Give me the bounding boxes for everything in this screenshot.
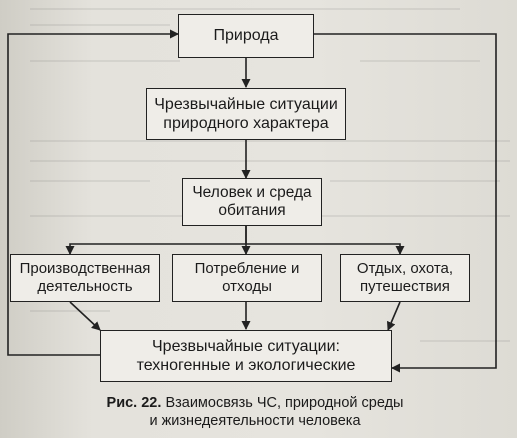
node-nature: Природа [178, 14, 314, 58]
arrow-leisure-to-technogenic [387, 301, 401, 331]
node-human-environment: Человек и среда обитания [182, 178, 322, 226]
node-natural-emergencies: Чрезвычайные ситуации природного характе… [146, 88, 346, 140]
arrow-human-to-leisure [340, 243, 405, 255]
arrow-human-to-production [65, 243, 150, 255]
node-consumption: Потребление и отходы [172, 254, 322, 302]
node-technogenic-emergencies: Чрезвычайные ситуации: техногенные и эко… [100, 330, 392, 382]
caption-text: Взаимосвязь ЧС, природной среды и жизнед… [149, 395, 404, 429]
caption-label: Рис. 22. [106, 395, 166, 411]
node-leisure: Отдых, охота, путешествия [340, 254, 470, 302]
arrow-nature-to-technogenic [314, 33, 497, 373]
arrow-technogenic-to-human [7, 29, 179, 356]
figure-caption: Рис. 22. Взаимосвязь ЧС, природной среды… [95, 394, 415, 430]
arrow-production-to-technogenic [69, 301, 101, 331]
node-production: Производственная деятельность [10, 254, 160, 302]
